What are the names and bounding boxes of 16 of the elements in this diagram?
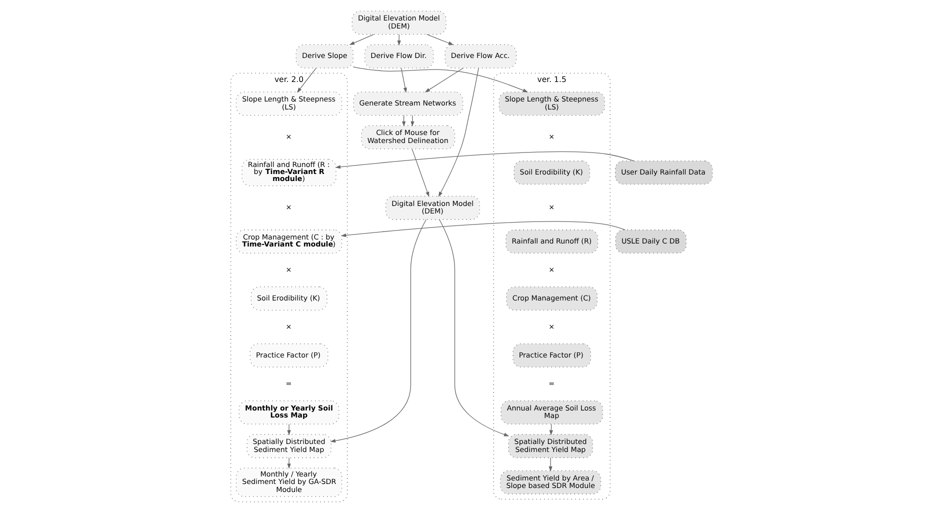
arrow — [412, 148, 430, 198]
arrow — [349, 34, 374, 45]
arrow — [400, 68, 407, 93]
arrow — [296, 68, 316, 93]
arrow — [424, 68, 464, 92]
arrow — [335, 151, 634, 169]
arrow — [438, 68, 479, 197]
arrow — [548, 457, 552, 472]
arrow — [352, 66, 528, 92]
arrow — [426, 34, 454, 45]
arrow — [287, 457, 291, 469]
arrow — [287, 424, 291, 436]
arrow — [439, 219, 510, 436]
arrow — [410, 115, 414, 127]
arrow — [340, 221, 626, 238]
arrow — [330, 219, 426, 443]
